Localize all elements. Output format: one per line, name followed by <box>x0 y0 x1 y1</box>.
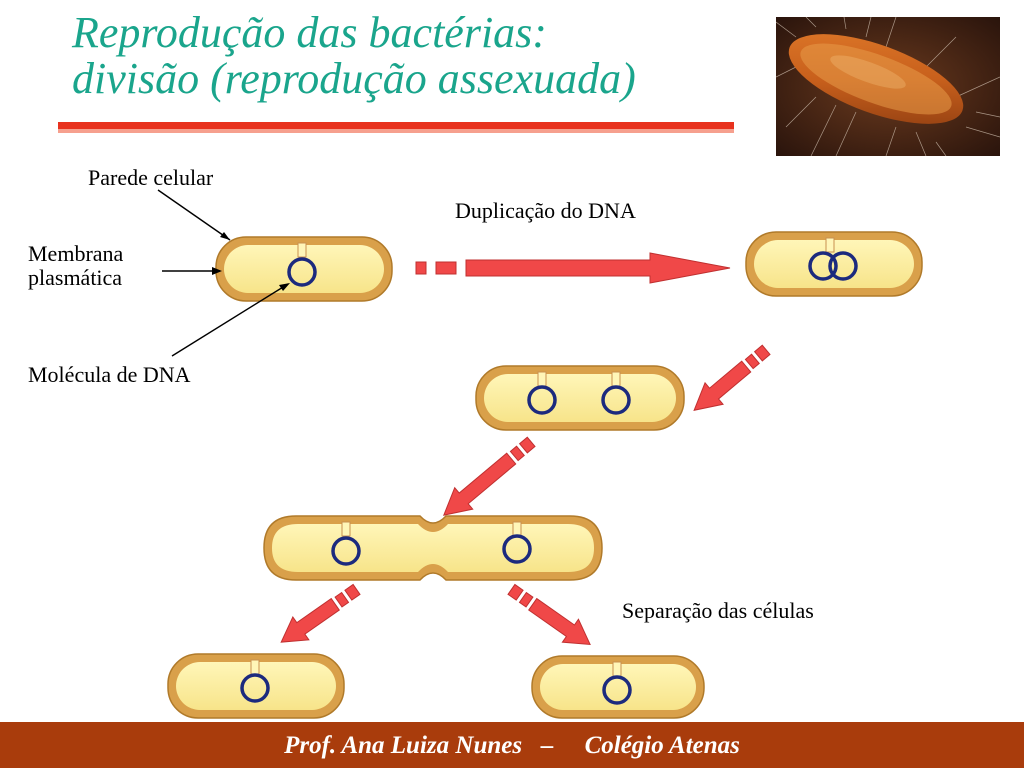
slide-title: Reprodução das bactérias: divisão (repro… <box>72 10 636 102</box>
bacterium-dna-duplicated <box>745 231 923 297</box>
footer-bar <box>0 722 1024 768</box>
bacterium-original <box>215 236 393 302</box>
label-molecula-dna: Molécula de DNA <box>28 362 191 387</box>
label-pointers <box>157 189 289 357</box>
label-separacao-celulas: Separação das células <box>622 598 814 623</box>
footer-text: Prof. Ana Luiza Nunes – Colégio Atenas <box>284 732 740 759</box>
arrow-separation-right <box>507 583 591 646</box>
arrow-constriction <box>442 436 536 516</box>
bacterium-elongated <box>475 365 685 431</box>
title-underline <box>58 122 734 129</box>
label-membrana-line-1: Membrana <box>28 241 124 266</box>
bacterium-daughter-left <box>167 653 345 719</box>
bacterium-photo <box>776 17 1000 156</box>
arrow-elongation <box>693 344 771 411</box>
dna-molecule <box>287 257 317 287</box>
arrow-separation-left <box>280 583 361 643</box>
label-parede-celular: Parede celular <box>88 165 214 190</box>
arrow-duplication <box>415 252 731 284</box>
division-diagram <box>157 189 923 719</box>
slide-title-line-2: divisão (reprodução assexuada) <box>72 54 636 103</box>
bacterium-dividing <box>263 515 603 581</box>
slide-title-line-1: Reprodução das bactérias: <box>72 8 547 57</box>
label-membrana-plasmatica: Membrana plasmática <box>28 242 168 290</box>
label-duplicacao-dna: Duplicação do DNA <box>455 198 636 223</box>
label-membrana-line-2: plasmática <box>28 265 123 290</box>
bacterium-daughter-right <box>531 655 705 719</box>
